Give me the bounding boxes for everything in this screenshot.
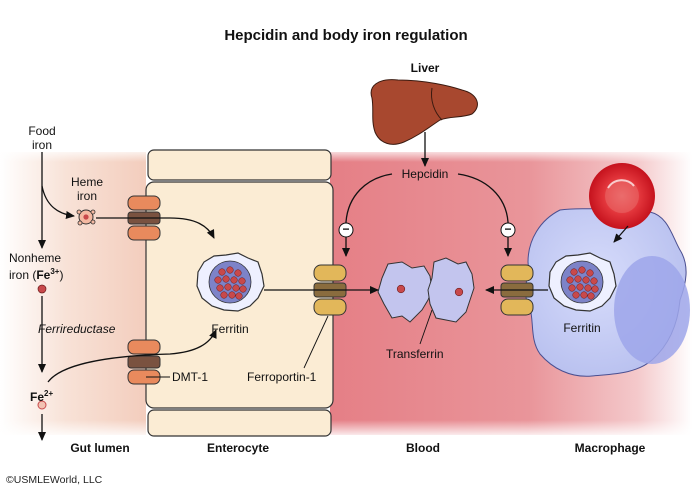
- arrow-hepcidin-left: [342, 173, 393, 257]
- ferroportin-label: Ferroportin-1: [247, 370, 317, 384]
- heme-iron-label-line2: iron: [76, 189, 97, 203]
- rbc-center: [605, 179, 639, 213]
- liver-lobe-line: [431, 87, 443, 121]
- region-label-enterocyte: Enterocyte: [206, 441, 270, 455]
- arrow-rbc-to-ferritin: [613, 225, 629, 243]
- arrow-fe2-to-ferritin: [47, 329, 217, 383]
- dmt1-transporter: [127, 339, 161, 385]
- inhibit-minus-left: −: [342, 222, 350, 236]
- arrow-food-to-heme: [41, 185, 75, 219]
- enterocyte-cell-bottom: [147, 409, 332, 437]
- heme-iron-label-line1: Heme: [70, 175, 103, 189]
- liver-shape: [370, 79, 478, 145]
- ferrous-iron-label: Fe2+: [30, 389, 54, 404]
- dmt1-label: DMT-1: [172, 370, 208, 384]
- transferrin-shape: [377, 257, 475, 323]
- inhibit-circle-left: [338, 222, 354, 238]
- arrow-heme-to-ferritin: [96, 217, 215, 239]
- region-label-macrophage: Macrophage: [574, 441, 646, 455]
- food-iron-label-line1: Food: [28, 124, 56, 138]
- nonheme-label-line1: Nonheme: [9, 251, 62, 265]
- transferrin-label: Transferrin: [386, 347, 444, 361]
- top-fade: [0, 148, 692, 162]
- liver-label: Liver: [410, 61, 440, 75]
- diagram-title: Hepcidin and body iron regulation: [224, 27, 468, 44]
- food-iron-label-line2: iron: [31, 138, 52, 152]
- arrow-hepcidin-right: [457, 173, 512, 257]
- macrophage-nucleus: [614, 256, 690, 364]
- copyright-notice: ©USMLEWorld, LLC: [6, 474, 103, 486]
- nonheme-iron-dot: [37, 284, 47, 294]
- region-label-gut-lumen: Gut lumen: [70, 441, 130, 455]
- ferritin-macrophage-label: Ferritin: [563, 321, 601, 335]
- inhibit-circle-right: [500, 222, 516, 238]
- ferritin-enterocyte-label: Ferritin: [211, 322, 249, 336]
- ferritin-enterocyte-shape: [196, 252, 265, 312]
- nonheme-label-line2: iron (Fe3+): [9, 267, 64, 282]
- gut-lumen-region: [0, 152, 146, 435]
- rbc-highlight: [607, 179, 635, 189]
- heme-iron-icon: [76, 209, 96, 226]
- region-label-blood: Blood: [406, 441, 440, 455]
- enterocyte-cell-top: [147, 149, 332, 181]
- bottom-fade: [0, 420, 692, 438]
- ferroportin-macrophage: [500, 264, 534, 316]
- inhibit-minus-right: −: [504, 222, 512, 236]
- ferritin-macrophage-shape: [548, 252, 617, 312]
- ferrous-iron-dot: [37, 400, 47, 410]
- ferroportin-enterocyte: [313, 264, 347, 316]
- ferrireductase-label: Ferrireductase: [38, 322, 116, 336]
- leader-transferrin: [419, 309, 433, 345]
- hepcidin-label: Hepcidin: [401, 167, 449, 181]
- leader-ferroportin: [303, 315, 329, 369]
